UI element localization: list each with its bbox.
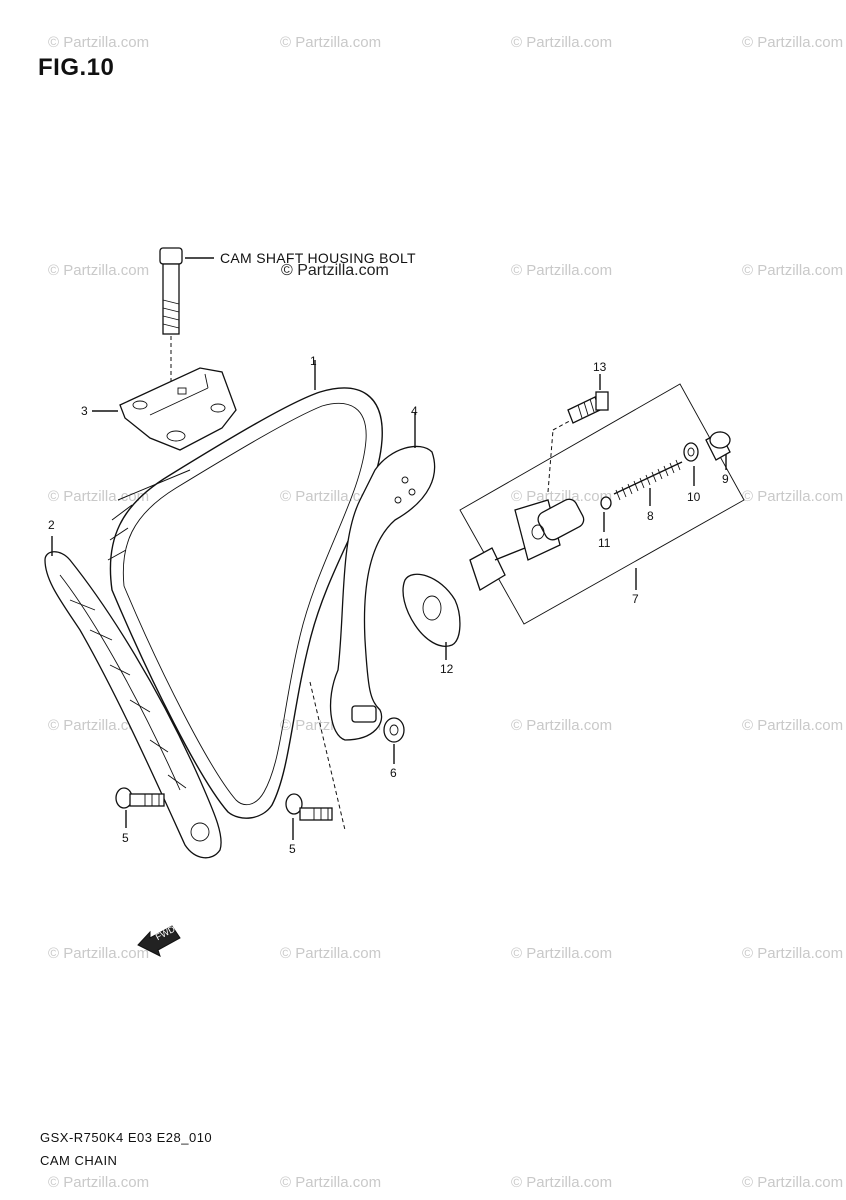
tensioner-spring: [613, 459, 683, 506]
cam-chain-guide: [44, 536, 222, 859]
callout-4: 4: [411, 404, 418, 418]
watermark: © Partzilla.com: [48, 488, 150, 505]
watermark: © Partzilla.com: [48, 262, 150, 279]
cap-washer: [683, 442, 699, 486]
callout-9: 9: [722, 472, 729, 486]
watermark: © Partzilla.com: [742, 262, 844, 279]
watermark: © Partzilla.com: [511, 945, 613, 962]
callout-10: 10: [687, 490, 701, 504]
watermark: © Partzilla.com: [511, 717, 613, 734]
watermark: © Partzilla.com: [742, 717, 844, 734]
callout-2: 2: [48, 518, 55, 532]
watermark: © Partzilla.com: [511, 1174, 613, 1191]
callout-5: 5: [289, 842, 296, 856]
watermark: © Partzilla.com: [280, 1174, 382, 1191]
callout-5: 5: [122, 831, 129, 845]
callout-3: 3: [81, 404, 88, 418]
model-code: GSX-R750K4 E03 E28_010: [40, 1130, 213, 1145]
bolt-note: CAM SHAFT HOUSING BOLT: [220, 250, 416, 266]
watermark: © Partzilla.com: [280, 34, 382, 51]
o-ring: [600, 496, 612, 532]
callout-6: 6: [390, 766, 397, 780]
cam-shaft-housing-bolt: [159, 247, 214, 425]
callout-12: 12: [440, 662, 454, 676]
watermark: © Partzilla.com: [742, 488, 844, 505]
watermark: © Partzilla.com: [280, 488, 382, 505]
callout-13: 13: [593, 360, 607, 374]
watermark: © Partzilla.com: [742, 34, 844, 51]
guide-bolt: [285, 793, 333, 840]
tensioner-assembly-box: [459, 383, 745, 625]
callout-7: 7: [632, 592, 639, 606]
guide-bolt: [115, 787, 165, 828]
section-name: CAM CHAIN: [40, 1153, 118, 1168]
callout-11: 11: [598, 536, 611, 550]
watermark: © Partzilla.com: [511, 34, 613, 51]
cap-bolt: [705, 431, 731, 470]
washer: [383, 717, 405, 764]
callout-1: 1: [310, 354, 317, 368]
camshaft-bracket: [92, 367, 237, 451]
watermark: © Partzilla.com: [742, 1174, 844, 1191]
watermark: © Partzilla.com: [280, 945, 382, 962]
callout-8: 8: [647, 509, 654, 523]
watermark: © Partzilla.com: [48, 34, 150, 51]
figure-title: FIG.10: [38, 54, 115, 81]
watermark: © Partzilla.com: [511, 488, 613, 505]
cam-chain-tensioner-arm: [309, 412, 436, 831]
watermark-center: © Partzilla.com: [281, 262, 389, 279]
forward-arrow-icon: [137, 925, 181, 957]
watermark: © Partzilla.com: [742, 945, 844, 962]
tensioner-gasket: [402, 573, 461, 660]
tensioner-bolt: [567, 374, 609, 424]
cam-chain-tensioner: [469, 417, 585, 591]
watermark: © Partzilla.com: [48, 1174, 150, 1191]
watermark: © Partzilla.com: [48, 945, 150, 962]
watermark: © Partzilla.com: [48, 717, 150, 734]
watermark: © Partzilla.com: [511, 262, 613, 279]
